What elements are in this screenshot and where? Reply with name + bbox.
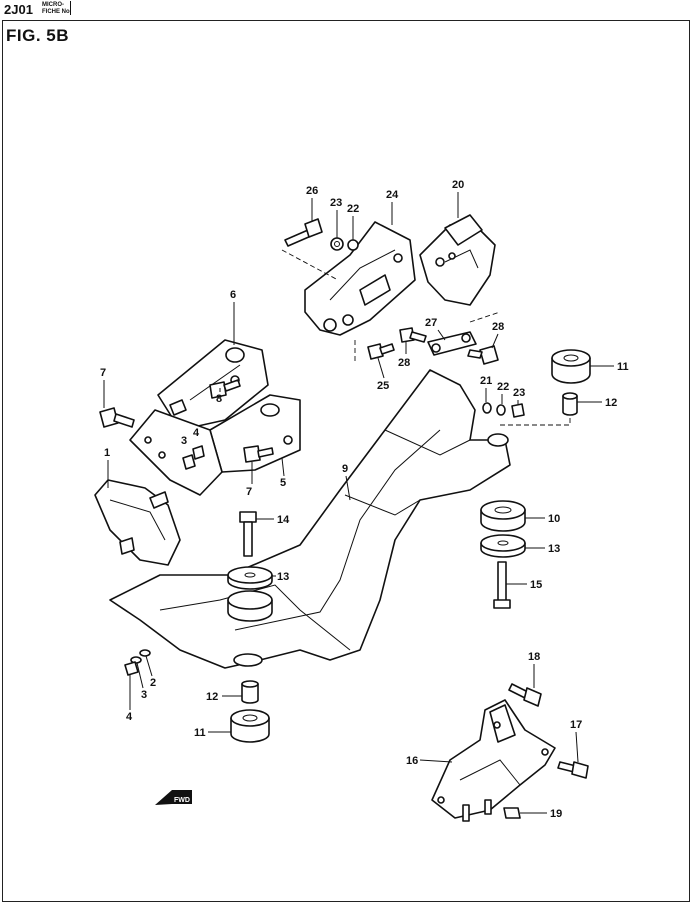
bolt-part-18 <box>508 683 542 707</box>
washer-part-22 <box>347 239 359 251</box>
nut-part-23-right <box>511 403 525 418</box>
bolt-part-28-right <box>467 345 499 365</box>
leader-line <box>500 418 571 426</box>
callout-28-left: 28 <box>398 357 410 369</box>
callout-11-right: 11 <box>617 361 629 373</box>
bolt-part-28-left <box>399 327 427 343</box>
crossmember-part-9 <box>109 369 511 669</box>
bolt-part-17 <box>557 761 589 779</box>
microfiche-number-box <box>70 1 77 15</box>
cushion-part-11-left <box>230 709 270 743</box>
cushion-part-10 <box>480 500 526 532</box>
cushion-part-center <box>227 590 273 622</box>
mount-part-16 <box>431 699 556 822</box>
callout-1: 1 <box>104 447 110 459</box>
callout-3-upper: 3 <box>181 435 187 447</box>
bolt-part-7-left <box>99 407 135 428</box>
bolt-part-25 <box>367 343 395 360</box>
callout-4-upper: 4 <box>193 427 200 439</box>
bracket-part-24 <box>304 221 416 336</box>
callout-5: 5 <box>280 477 286 489</box>
callout-7-right: 7 <box>246 486 252 498</box>
callout-labels: 26 23 22 24 20 6 7 8 3 4 1 27 28 28 25 2… <box>100 179 629 820</box>
bolt-part-14 <box>239 511 257 557</box>
washer-part-22-right <box>496 404 506 416</box>
callout-2: 2 <box>150 677 156 689</box>
callout-22-right: 22 <box>497 381 509 393</box>
callout-20: 20 <box>452 179 464 191</box>
callout-16: 16 <box>406 755 418 767</box>
page-code: 2J01 <box>4 2 33 17</box>
callout-28-right: 28 <box>492 321 504 333</box>
callout-3-lower: 3 <box>141 689 147 701</box>
callout-7-left: 7 <box>100 367 106 379</box>
callout-23: 23 <box>330 197 342 209</box>
front-marker-label: FWD <box>174 797 190 804</box>
callout-27: 27 <box>425 317 437 329</box>
figure-title: FIG. 5B <box>6 26 70 45</box>
cushion-part-11-right <box>551 349 591 384</box>
bolt-part-8 <box>209 379 241 399</box>
leader-line <box>469 311 501 323</box>
spacer-part-12-left <box>241 680 259 704</box>
mount-part-20 <box>419 214 496 306</box>
bracket-part-left <box>129 409 223 496</box>
callout-23-right: 23 <box>513 387 525 399</box>
callout-21: 21 <box>480 375 492 387</box>
callout-19: 19 <box>550 808 562 820</box>
washer-part-13-right <box>480 534 526 558</box>
callout-6: 6 <box>230 289 236 301</box>
microfiche-label: MICRO- FICHE No <box>42 2 70 15</box>
callout-4-lower: 4 <box>126 711 133 723</box>
callout-9: 9 <box>342 463 348 475</box>
callout-13-center: 13 <box>277 571 289 583</box>
nut-part-19 <box>503 807 521 819</box>
callout-8: 8 <box>216 393 222 405</box>
callout-18: 18 <box>528 651 540 663</box>
front-direction-arrow-icon: FWD <box>155 790 192 805</box>
callout-26: 26 <box>306 185 318 197</box>
mount-part-1 <box>94 479 181 566</box>
callout-22: 22 <box>347 203 359 215</box>
bolt-part-7-right <box>243 445 274 463</box>
washer-part-2 <box>139 649 151 657</box>
callout-15: 15 <box>530 579 542 591</box>
callout-10: 10 <box>548 513 560 525</box>
page-frame <box>2 20 690 902</box>
callout-14: 14 <box>277 514 290 526</box>
nut-part-23 <box>330 237 344 251</box>
callout-17: 17 <box>570 719 582 731</box>
bolt-part-15 <box>493 561 511 609</box>
spacer-part-12-right <box>562 392 578 416</box>
callout-24: 24 <box>386 189 399 201</box>
callout-13-right: 13 <box>548 543 560 555</box>
callout-25: 25 <box>377 380 389 392</box>
nut-part-4 <box>124 661 139 676</box>
bolt-part-26 <box>284 218 323 247</box>
callout-12-left: 12 <box>206 691 218 703</box>
callout-11-left: 11 <box>194 727 206 739</box>
page-header: 2J01 MICRO- FICHE No <box>0 0 694 20</box>
leader-line <box>281 249 339 281</box>
washer-part-21 <box>482 402 492 414</box>
washer-part-13-center <box>227 566 273 590</box>
callout-12-right: 12 <box>605 397 617 409</box>
